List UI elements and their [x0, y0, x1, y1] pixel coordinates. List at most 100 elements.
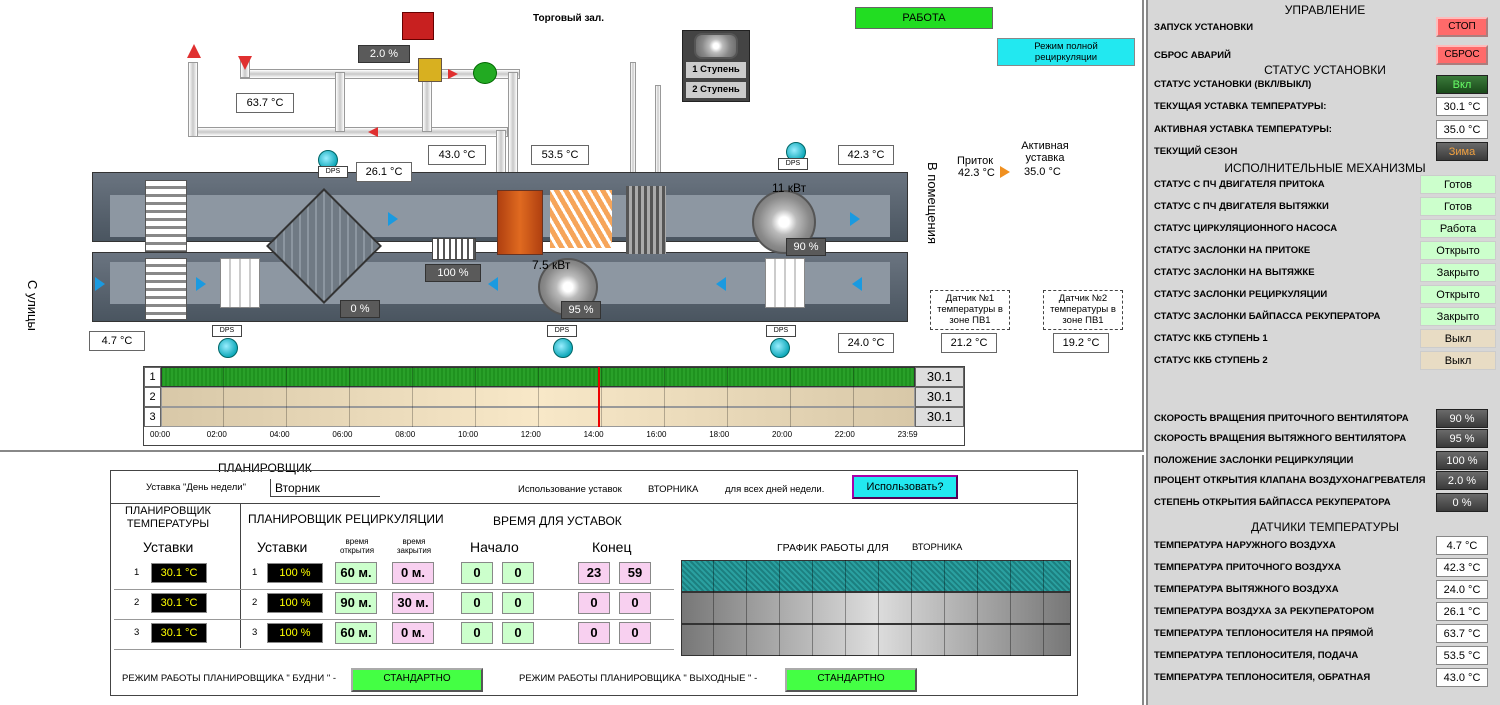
- timeline-tick: 08:00: [395, 430, 416, 439]
- recirc-setpoint[interactable]: 100 %: [267, 593, 323, 613]
- sensors-title: ДАТЧИКИ ТЕМПЕРАТУРЫ: [1251, 520, 1399, 534]
- row-number: 2: [134, 597, 140, 608]
- plant-diagram: Торговый зал. РАБОТА Режим полной рецирк…: [0, 0, 1144, 452]
- scheduler-panel: ПЛАНИРОВЩИК Уставка "День недели" Вторни…: [0, 455, 1144, 705]
- graph-bar: [681, 624, 1071, 656]
- panel-row-value: Зима: [1436, 142, 1488, 161]
- panel-row-label: ТЕМПЕРАТУРА ПРИТОЧНОГО ВОЗДУХА: [1154, 562, 1341, 573]
- row-divider: [114, 649, 674, 650]
- temp-setpoint[interactable]: 30.1 °C: [151, 623, 207, 643]
- stop-button[interactable]: СТОП: [1436, 17, 1488, 37]
- stage2-label: 2 Ступень: [686, 82, 746, 98]
- use-button[interactable]: Использовать?: [852, 475, 958, 499]
- timeline-tick: 16:00: [646, 430, 667, 439]
- panel-row-value: 2.0 %: [1436, 471, 1488, 490]
- start-hour[interactable]: 0: [461, 592, 493, 614]
- t-return: 43.0 °C: [428, 145, 486, 165]
- panel-row-label: СКОРОСТЬ ВРАЩЕНИЯ ПРИТОЧНОГО ВЕНТИЛЯТОРА: [1154, 413, 1409, 424]
- close-time[interactable]: 0 м.: [392, 622, 434, 644]
- day-selector[interactable]: Вторник: [270, 479, 380, 497]
- scheduler-title: ПЛАНИРОВЩИК: [218, 461, 312, 475]
- row-divider: [114, 589, 674, 590]
- stage1-label: 1 Ступень: [686, 62, 746, 78]
- right-panel: УПРАВЛЕНИЕ ЗАПУСК УСТАНОВКИ СТОП СБРОС А…: [1146, 0, 1500, 705]
- row-number: 1: [134, 567, 140, 578]
- panel-row-value: Выкл: [1420, 329, 1496, 348]
- col-close-time: время закрытия: [396, 537, 432, 555]
- pipe-return: [188, 127, 508, 137]
- panel-row-label: СТЕПЕНЬ ОТКРЫТИЯ БАЙПАССА РЕКУПЕРАТОРА: [1154, 497, 1391, 508]
- col-setpoints: Уставки: [143, 539, 194, 555]
- end-minute[interactable]: 0: [619, 622, 651, 644]
- start-hour[interactable]: 0: [461, 622, 493, 644]
- pump-icon: [473, 62, 497, 84]
- timeline-bar: [161, 387, 915, 407]
- graph-day: ВТОРНИКА: [912, 542, 963, 553]
- start-label: ЗАПУСК УСТАНОВКИ: [1154, 22, 1254, 33]
- panel-row-label: ТЕМПЕРАТУРА ТЕПЛОНОСИТЕЛЯ НА ПРЯМОЙ: [1154, 628, 1374, 639]
- day-label: Уставка "День недели": [146, 482, 246, 493]
- timeline-tick: 10:00: [458, 430, 479, 439]
- open-time[interactable]: 60 м.: [335, 562, 377, 584]
- end-minute[interactable]: 59: [619, 562, 651, 584]
- airflow-arrow-icon: [850, 212, 860, 226]
- exhaust-fan-percent: 95 %: [561, 301, 601, 319]
- damper-icon: [145, 180, 187, 252]
- airflow-arrow-icon: [388, 212, 398, 226]
- airflow-arrow-icon: [488, 277, 498, 291]
- recirc-setpoint[interactable]: 100 %: [267, 623, 323, 643]
- panel-row-label: СТАТУС С ПЧ ДВИГАТЕЛЯ ВЫТЯЖКИ: [1154, 201, 1329, 212]
- valve-percent: 2.0 %: [358, 45, 410, 63]
- timeline-tick: 22:00: [834, 430, 855, 439]
- end-minute[interactable]: 0: [619, 592, 651, 614]
- open-time[interactable]: 60 м.: [335, 622, 377, 644]
- close-time[interactable]: 30 м.: [392, 592, 434, 614]
- pipe-left-vertical: [188, 62, 198, 137]
- airflow-arrow-icon: [716, 277, 726, 291]
- panel-row-label: АКТИВНАЯ УСТАВКА ТЕМПЕРАТУРЫ:: [1154, 124, 1332, 135]
- sensor1-value: 21.2 °C: [941, 333, 997, 353]
- start-minute[interactable]: 0: [502, 592, 534, 614]
- dps-icon: [770, 338, 790, 358]
- condenser-fan-icon: [694, 33, 738, 59]
- recirc-damper-icon: [432, 238, 476, 260]
- temp-setpoint[interactable]: 30.1 °C: [151, 563, 207, 583]
- timeline-tick: 20:00: [772, 430, 793, 439]
- panel-row-label: СТАТУС ЦИРКУЛЯЦИОННОГО НАСОСА: [1154, 223, 1338, 234]
- weekday-mode-label: РЕЖИМ РАБОТЫ ПЛАНИРОВЩИКА " БУДНИ " -: [122, 673, 336, 684]
- start-minute[interactable]: 0: [502, 562, 534, 584]
- airflow-arrow-icon: [95, 277, 105, 291]
- panel-row-value: Открыто: [1420, 241, 1496, 260]
- start-hour[interactable]: 0: [461, 562, 493, 584]
- valve-actuator-icon: [402, 12, 434, 40]
- timeline-row-number: 2: [144, 387, 161, 407]
- end-hour[interactable]: 0: [578, 592, 610, 614]
- panel-row-value: 90 %: [1436, 409, 1488, 428]
- open-time[interactable]: 90 м.: [335, 592, 377, 614]
- pipe-bypass: [335, 72, 345, 132]
- temp-planner-title: ПЛАНИРОВЩИК ТЕМПЕРАТУРЫ: [125, 505, 211, 530]
- weekend-mode-button[interactable]: СТАНДАРТНО: [785, 668, 917, 692]
- panel-row-value: Закрыто: [1420, 263, 1496, 282]
- heat-waves-icon: [550, 190, 612, 248]
- weekday-mode-button[interactable]: СТАНДАРТНО: [351, 668, 483, 692]
- arrow-up-icon: [187, 44, 201, 58]
- timeline-tick: 04:00: [269, 430, 290, 439]
- col-setpoints-recirc: Уставки: [257, 539, 308, 555]
- reset-button[interactable]: СБРОС: [1436, 45, 1488, 65]
- temp-setpoint[interactable]: 30.1 °C: [151, 593, 207, 613]
- panel-row-value: 0 %: [1436, 493, 1488, 512]
- close-time[interactable]: 0 м.: [392, 562, 434, 584]
- timeline-grid: [161, 367, 915, 427]
- row-number: 3: [134, 627, 140, 638]
- end-hour[interactable]: 0: [578, 622, 610, 644]
- panel-row-value: Готов: [1420, 175, 1496, 194]
- end-hour[interactable]: 23: [578, 562, 610, 584]
- t-hot-supply: 63.7 °C: [236, 93, 294, 113]
- arrow-right-icon: [448, 69, 458, 79]
- start-minute[interactable]: 0: [502, 622, 534, 644]
- recirc-setpoint[interactable]: 100 %: [267, 563, 323, 583]
- airflow-arrow-icon: [196, 277, 206, 291]
- panel-row-label: ПОЛОЖЕНИЕ ЗАСЛОНКИ РЕЦИРКУЛЯЦИИ: [1154, 455, 1354, 466]
